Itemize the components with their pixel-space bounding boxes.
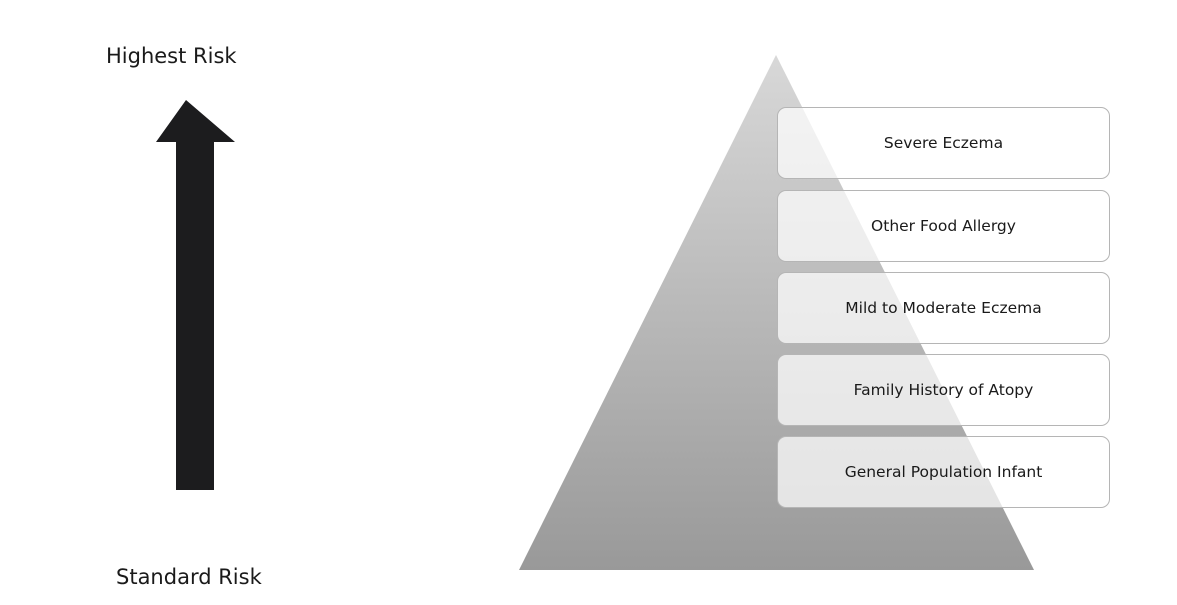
tier-family-history-of-atopy: Family History of Atopy: [777, 354, 1110, 426]
standard-risk-label: Standard Risk: [116, 565, 262, 589]
tier-label: Severe Eczema: [883, 134, 1004, 152]
risk-arrow-icon: [156, 100, 235, 490]
risk-arrow-shape: [156, 100, 235, 490]
tier-label: Other Food Allergy: [871, 217, 1016, 235]
tier-label: Mild to Moderate Eczema: [845, 299, 1042, 317]
tier-general-population-infant: General Population Infant: [777, 436, 1110, 508]
tier-mild-to-moderate-eczema: Mild to Moderate Eczema: [777, 272, 1110, 344]
tier-label: General Population Infant: [844, 463, 1043, 481]
highest-risk-label: Highest Risk: [106, 44, 237, 68]
tier-label: Family History of Atopy: [853, 381, 1034, 399]
tier-severe-eczema: Severe Eczema: [777, 107, 1110, 179]
tier-other-food-allergy: Other Food Allergy: [777, 190, 1110, 262]
